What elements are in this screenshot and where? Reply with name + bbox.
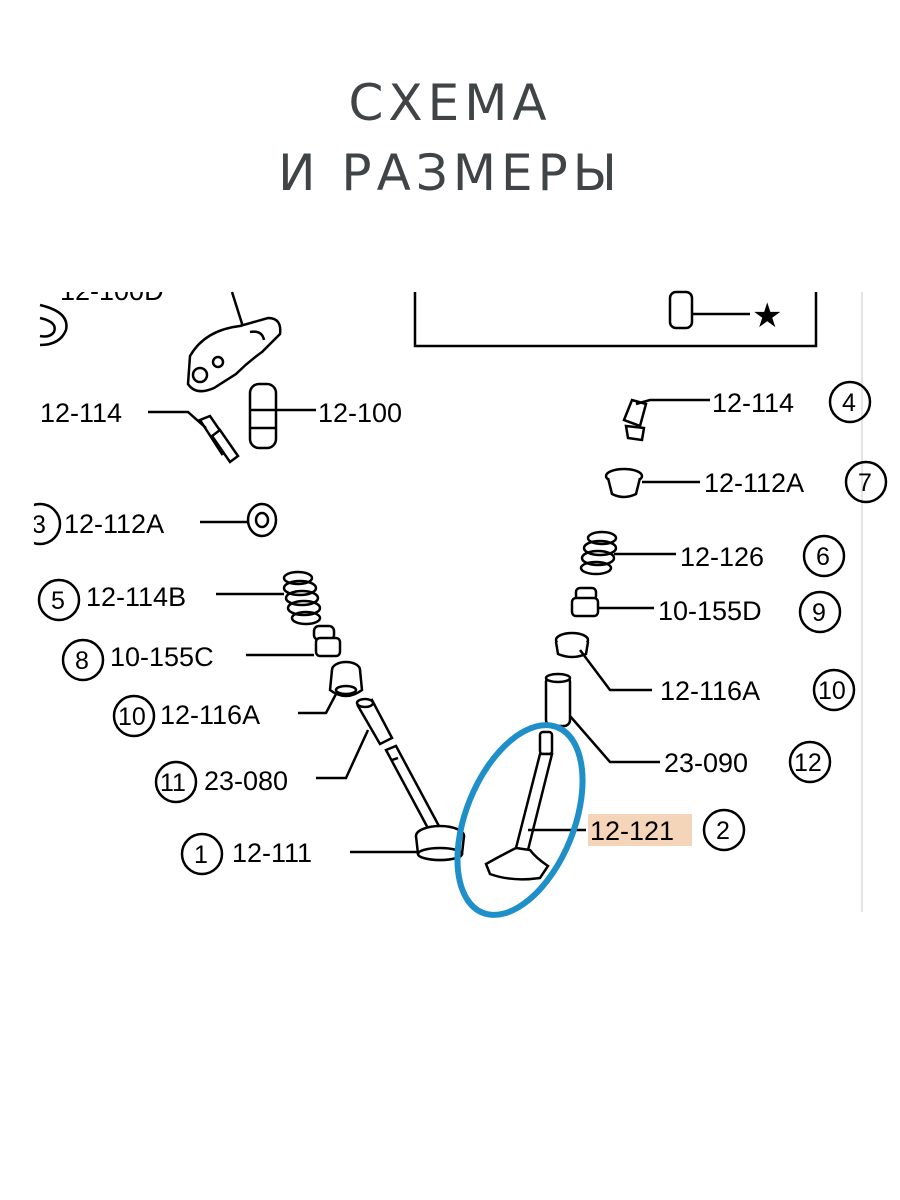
callout-2-circle bbox=[702, 808, 746, 852]
part-code-12-100: 12-100 bbox=[318, 398, 402, 428]
crop-mask-left bbox=[0, 500, 34, 550]
part-code-12-114-left: 12-114 bbox=[40, 398, 122, 428]
part-code-12-112a-right: 12-112A bbox=[704, 468, 804, 498]
valve-keeper-right-icon bbox=[622, 398, 648, 442]
callout-5: 5 bbox=[51, 587, 65, 615]
valve-seal-left-icon bbox=[312, 624, 342, 658]
part-code-12-121: 12-121 bbox=[590, 816, 674, 846]
callout-12-circle bbox=[788, 740, 832, 784]
callout-9-circle bbox=[798, 590, 842, 634]
intake-valve-icon bbox=[384, 744, 466, 862]
part-code-12-116a-left: 12-116A bbox=[160, 700, 260, 730]
spring-seat-right-icon bbox=[604, 467, 644, 499]
crop-mask bbox=[0, 268, 440, 292]
part-code-12-111: 12-111 bbox=[232, 838, 312, 868]
callout-10-left-circle bbox=[112, 694, 156, 738]
part-code-12-112a-left: 12-112A bbox=[64, 509, 164, 539]
highlight-marker-ellipse bbox=[454, 722, 586, 918]
callout-10-left: 10 bbox=[118, 703, 146, 731]
valve-spring-right-icon bbox=[579, 530, 618, 576]
heading-line-2: И РАЗМЕРЫ bbox=[278, 144, 622, 202]
callout-1: 1 bbox=[194, 841, 208, 869]
gasket-fragment-icon bbox=[39, 303, 68, 347]
lower-seat-left-icon bbox=[328, 660, 364, 698]
part-code-12-116a-right: 12-116A bbox=[660, 676, 760, 706]
exhaust-valve-icon bbox=[484, 730, 554, 881]
callout-4-circle bbox=[828, 380, 872, 424]
callout-8: 8 bbox=[75, 647, 89, 675]
valve-guide-left-icon bbox=[355, 697, 394, 746]
part-highlight-12-121 bbox=[588, 814, 692, 846]
callout-11: 11 bbox=[160, 769, 186, 797]
lash-adjuster-icon bbox=[248, 382, 278, 450]
callout-10-right: 10 bbox=[818, 677, 846, 705]
callout-6-circle bbox=[802, 534, 846, 578]
valve-keeper-left-icon bbox=[198, 414, 240, 464]
valve-spring-left-icon bbox=[282, 570, 322, 626]
inset-box: ★ bbox=[413, 290, 818, 348]
callout-8-circle bbox=[61, 638, 105, 682]
valve-seal-right-icon bbox=[570, 586, 600, 618]
part-code-10-155c: 10-155C bbox=[110, 642, 214, 672]
callout-1-circle bbox=[180, 832, 224, 876]
part-code-12-126: 12-126 bbox=[680, 542, 764, 572]
spring-seat-left-icon bbox=[246, 502, 278, 538]
callout-2: 2 bbox=[716, 817, 730, 845]
part-code-12-114b: 12-114B bbox=[86, 582, 186, 612]
inset-valve-tip-icon bbox=[668, 290, 694, 330]
part-code-12-114-right: 12-114 bbox=[712, 388, 794, 418]
callout-4: 4 bbox=[842, 389, 856, 417]
part-code-10-155d: 10-155D bbox=[658, 596, 762, 626]
callout-9: 9 bbox=[812, 599, 826, 627]
part-code-23-090: 23-090 bbox=[664, 748, 748, 778]
callout-3: 3 bbox=[32, 511, 46, 539]
callout-5-circle bbox=[37, 578, 81, 622]
lower-seat-right-icon bbox=[554, 631, 590, 659]
rocker-arm-icon bbox=[186, 291, 282, 393]
valve-guide-right-icon bbox=[544, 672, 572, 728]
part-code-23-080: 23-080 bbox=[204, 766, 288, 796]
star-symbol: ★ bbox=[752, 297, 782, 335]
callout-6: 6 bbox=[816, 543, 830, 571]
callout-7: 7 bbox=[858, 469, 872, 497]
heading-line-1: СХЕМА bbox=[348, 74, 552, 132]
callout-12: 12 bbox=[794, 749, 822, 777]
callout-7-circle bbox=[844, 460, 888, 504]
callout-10-right-circle bbox=[812, 668, 856, 712]
heading: СХЕМА И РАЗМЕРЫ bbox=[0, 68, 900, 208]
callout-11-circle bbox=[154, 760, 198, 804]
